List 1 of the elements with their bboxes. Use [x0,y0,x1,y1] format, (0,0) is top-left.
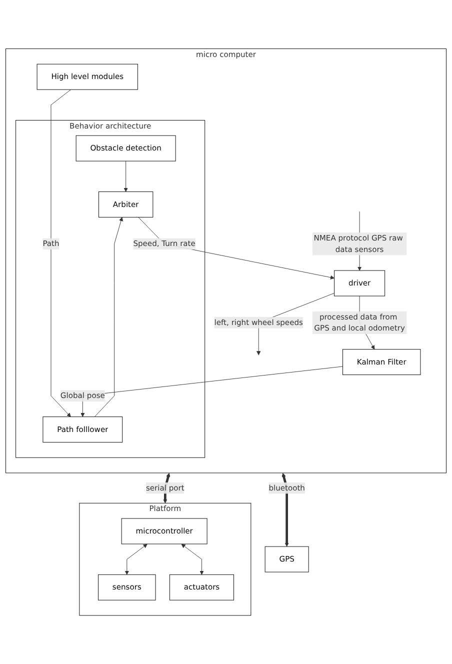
arrow [282,472,289,547]
